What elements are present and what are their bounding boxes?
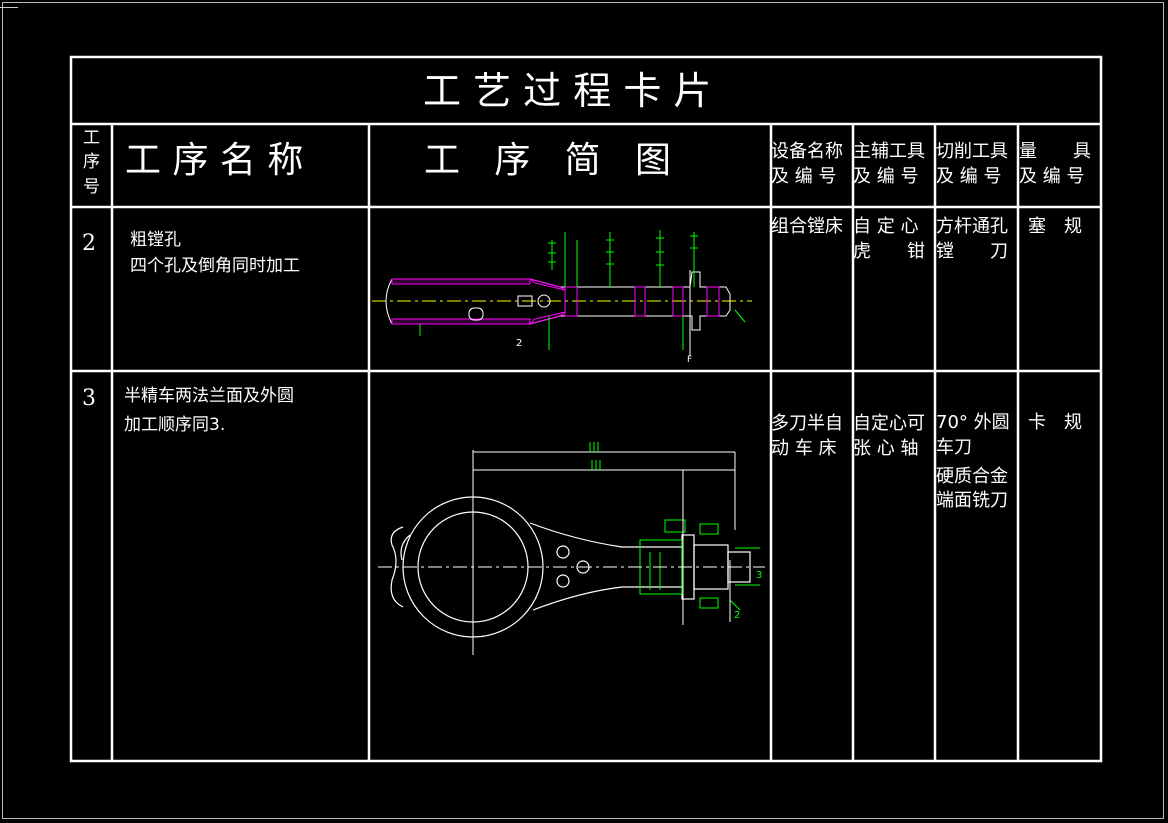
row-3-main-aux-2: 张 心 轴 [853,438,919,459]
header-step-name: 工 序 名 称 [125,140,304,181]
row-3-main-aux-1: 自定心可 [853,413,925,434]
row-3-name-2: 加工顺序同3. [124,415,226,435]
header-equipment-2: 及 编 号 [771,166,837,187]
row-3-name-1: 半精车两法兰面及外圆 [124,386,294,406]
header-cutting-1: 切削工具 [936,141,1008,162]
header-measuring-1: 量 具 [1019,141,1091,162]
card-title: 工 艺 过 程 卡 片 [423,69,712,113]
row-2-measuring-1: 塞 规 [1028,216,1082,237]
row-2-main-aux-1: 自 定 心 [853,216,919,237]
row-3-number: 3 [82,386,96,411]
row-2-cutting-1: 方杆通孔 [936,216,1008,237]
header-measuring-2: 及 编 号 [1019,166,1085,187]
header-step-no-2: 序 [83,152,100,172]
row-3-sketch-label-2: 2 [734,610,740,621]
row-2-sketch-label-2: 2 [516,338,522,349]
row-2-cutting-2: 镗 刀 [936,241,1008,262]
row-3-equipment-1: 多刀半自 [771,413,843,434]
row-2-number: 2 [82,231,96,256]
corner-mark [0,7,18,8]
row-3-cutting-2: 车刀 [936,437,972,458]
header-step-no-3: 号 [83,177,100,197]
header-cutting-2: 及 编 号 [936,166,1002,187]
row-2-sketch-label-f: F [687,355,692,365]
header-main-aux-2: 及 编 号 [853,166,919,187]
row-3-measuring-1: 卡 规 [1028,412,1082,433]
row-2-name-1: 粗镗孔 [130,230,181,250]
header-step-sketch: 工 序 简 图 [424,140,671,181]
row-2-equipment-1: 组合镗床 [771,216,843,237]
header-step-no-1: 工 [83,128,100,148]
header-equipment-1: 设备名称 [771,141,843,162]
row-3-equipment-2: 动 车 床 [771,438,837,459]
row-2-main-aux-2: 虎 钳 [853,241,925,262]
row-2-name-2: 四个孔及倒角同时加工 [130,256,300,276]
row-3-cutting-4: 端面铣刀 [936,490,1008,511]
row-3-cutting-3: 硬质合金 [936,466,1008,487]
row-3-sketch-label-3: 3 [756,570,762,581]
row-3-cutting-1: 70° 外圆 [936,412,1010,433]
header-main-aux-1: 主辅工具 [853,141,925,162]
